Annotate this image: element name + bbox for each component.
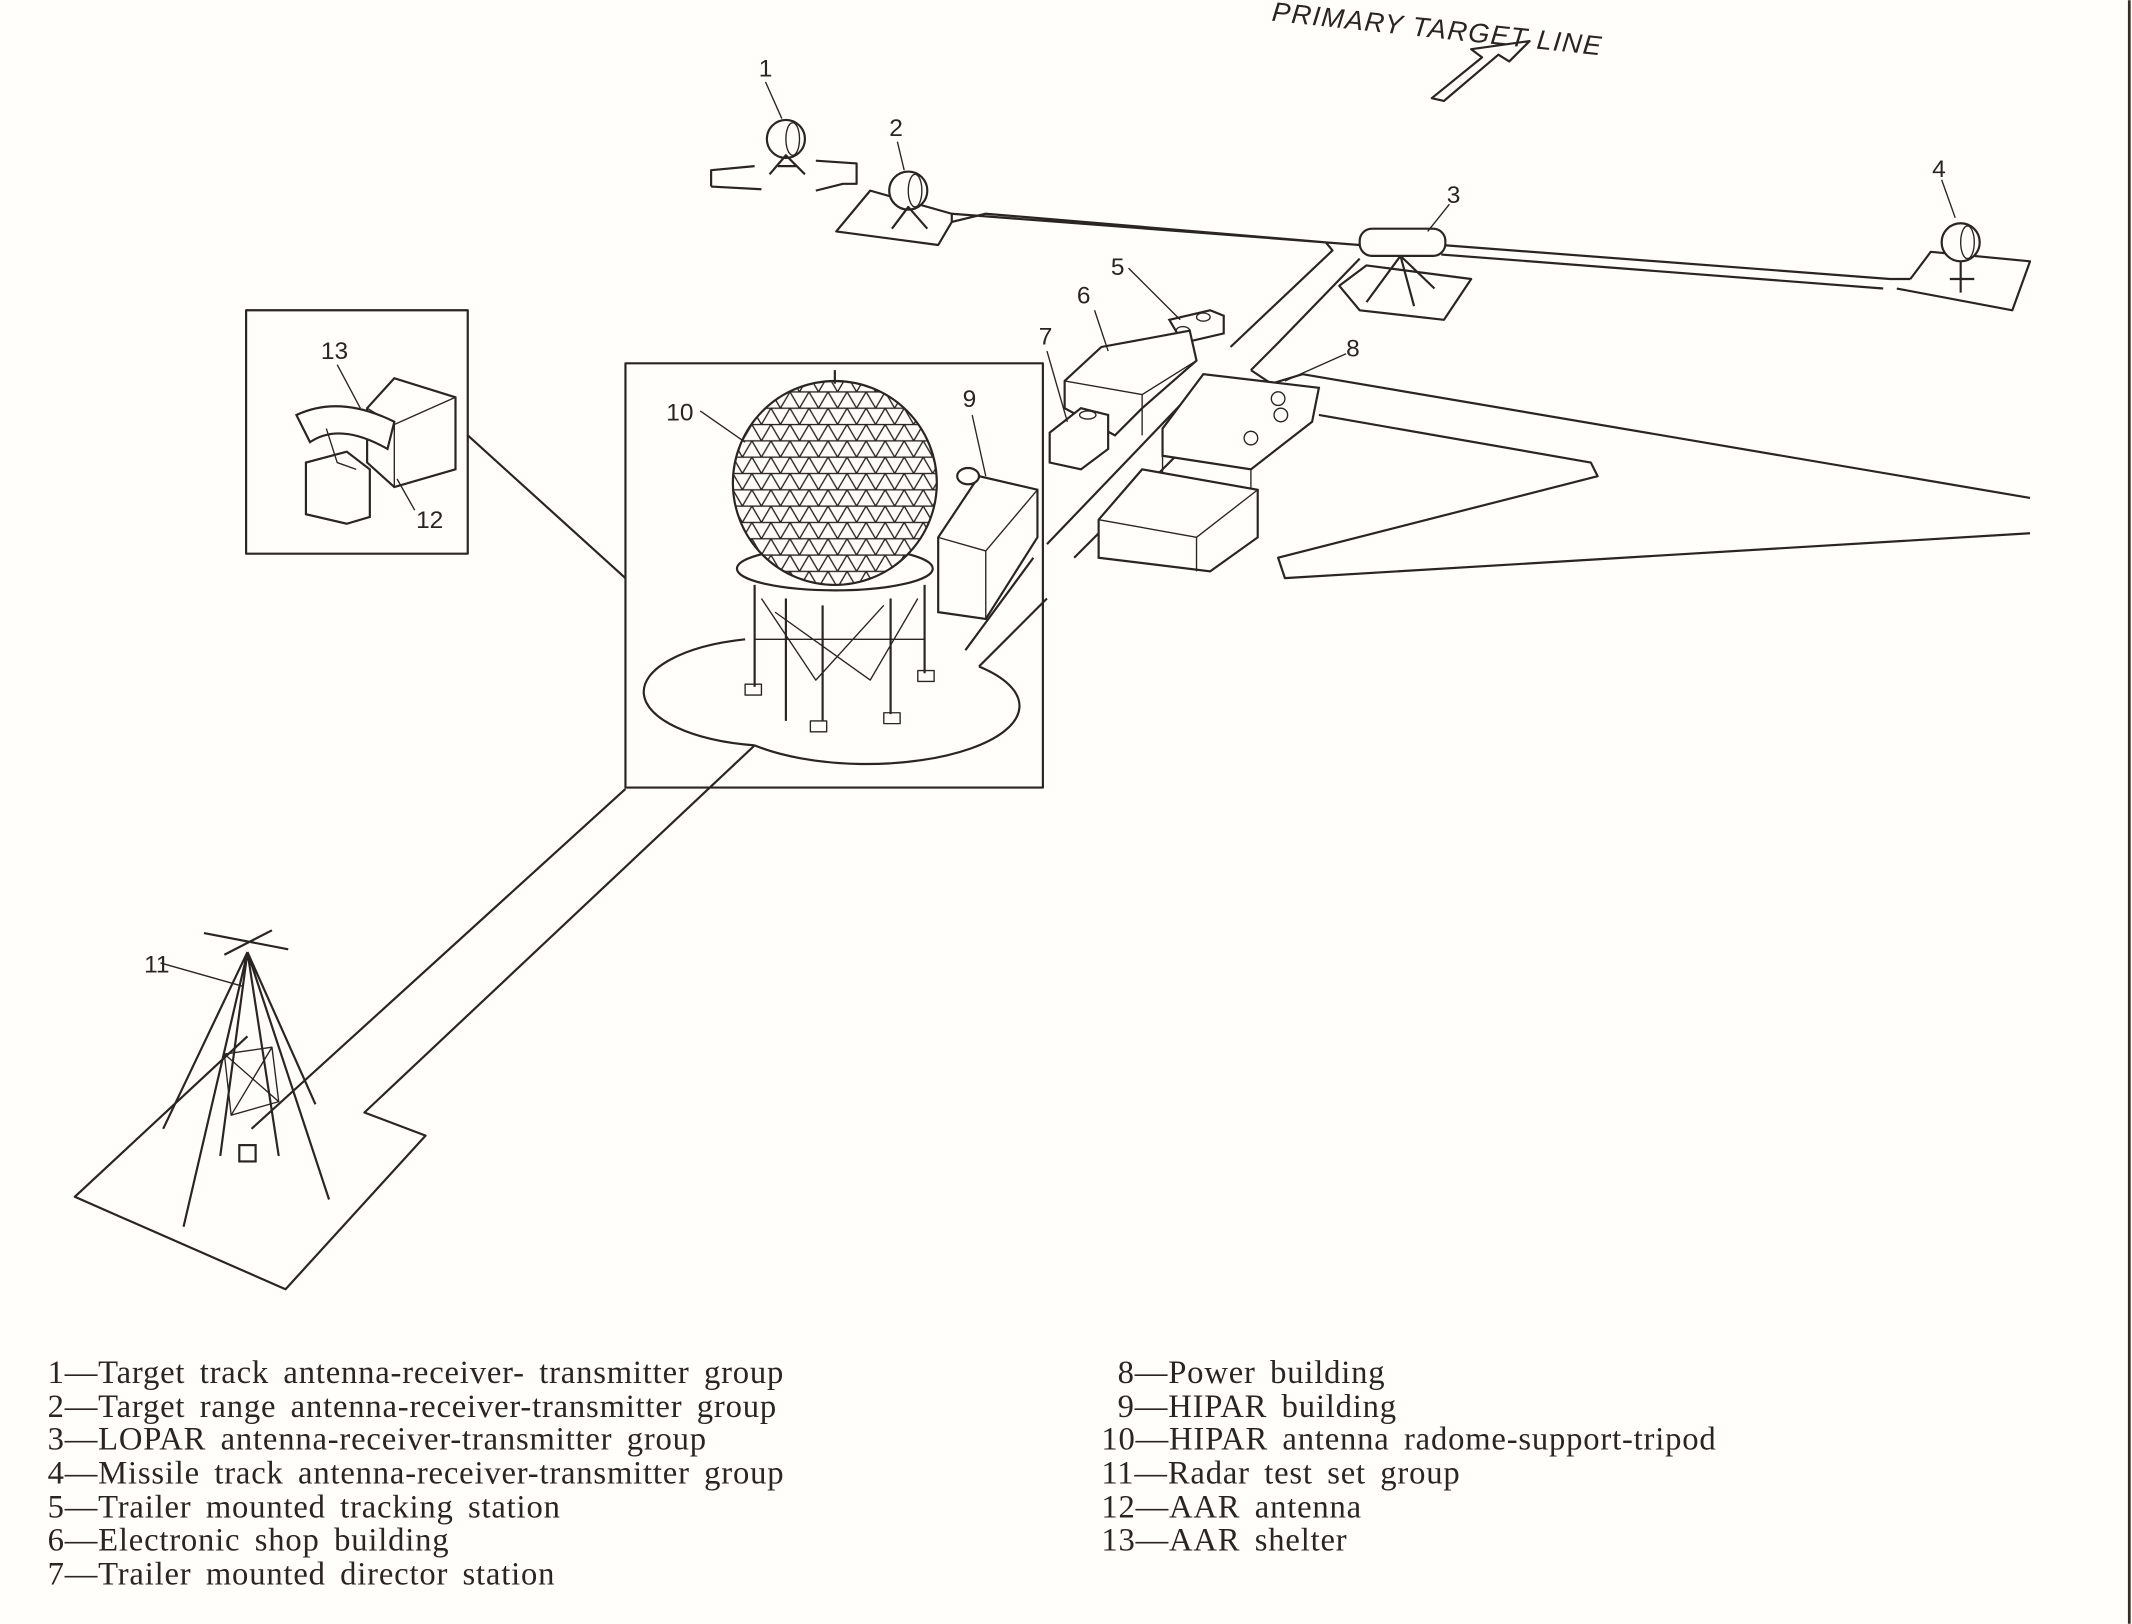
radar-test-set-11 — [162, 929, 331, 1227]
legend-item: 12—AAR antenna — [1101, 1490, 1362, 1526]
antenna-4-missile-track — [1896, 222, 2032, 312]
legend-item: 8—Power building — [1118, 1355, 1386, 1391]
callout-12: 12 — [416, 507, 443, 534]
legend-item: 6—Electronic shop building — [48, 1522, 450, 1558]
target-direction-arrow — [1430, 39, 1531, 102]
antenna-1-target-track — [765, 118, 807, 176]
aar-detail-frame — [245, 309, 469, 555]
primary-target-line-label: PRIMARY TARGET LINE — [1271, 0, 1604, 61]
legend-item: 1—Target track antenna-receiver- transmi… — [48, 1355, 785, 1391]
antenna-2-target-range — [835, 170, 953, 247]
callout-numbers: 1 2 3 4 5 6 7 8 9 10 11 12 13 — [144, 55, 1946, 978]
callout-3: 3 — [1447, 182, 1461, 209]
callout-11: 11 — [144, 951, 169, 978]
callout-leaders — [160, 81, 1956, 987]
callout-13: 13 — [321, 338, 348, 365]
legend-item: 11—Radar test set group — [1101, 1456, 1460, 1492]
callout-2: 2 — [889, 115, 903, 142]
callout-1: 1 — [759, 55, 773, 82]
legend-item: 3—LOPAR antenna-receiver-transmitter gro… — [48, 1422, 707, 1458]
hipar-detail-frame — [624, 362, 1044, 789]
legend-item: 2—Target range antenna-receiver-transmit… — [48, 1389, 777, 1425]
callout-9: 9 — [963, 386, 977, 413]
callout-8: 8 — [1346, 336, 1360, 363]
callout-4: 4 — [1932, 156, 1946, 183]
aar-antenna-12 — [294, 405, 396, 525]
callout-10: 10 — [666, 399, 693, 426]
legend-item: 10—HIPAR antenna radome-support-tripod — [1101, 1422, 1716, 1458]
callout-6: 6 — [1077, 282, 1091, 309]
legend-item: 5—Trailer mounted tracking station — [48, 1490, 561, 1526]
legend-item: 4—Missile track antenna-receiver-transmi… — [48, 1456, 785, 1492]
inset-leader-line — [467, 434, 627, 579]
lopar-antenna-3 — [1338, 227, 1473, 321]
buildings-5-6-7 — [1048, 309, 1225, 471]
callout-7: 7 — [1039, 323, 1053, 350]
hipar-building-9 — [937, 466, 1039, 621]
legend-item: 9—HIPAR building — [1118, 1389, 1397, 1425]
power-building-8 — [1097, 373, 1321, 573]
legend: 1—Target track antenna-receiver- transmi… — [48, 1355, 1716, 1592]
legend-item: 7—Trailer mounted director station — [48, 1556, 556, 1592]
callout-5: 5 — [1111, 254, 1125, 281]
legend-item: 13—AAR shelter — [1101, 1522, 1347, 1558]
hipar-radome-10 — [731, 370, 938, 733]
